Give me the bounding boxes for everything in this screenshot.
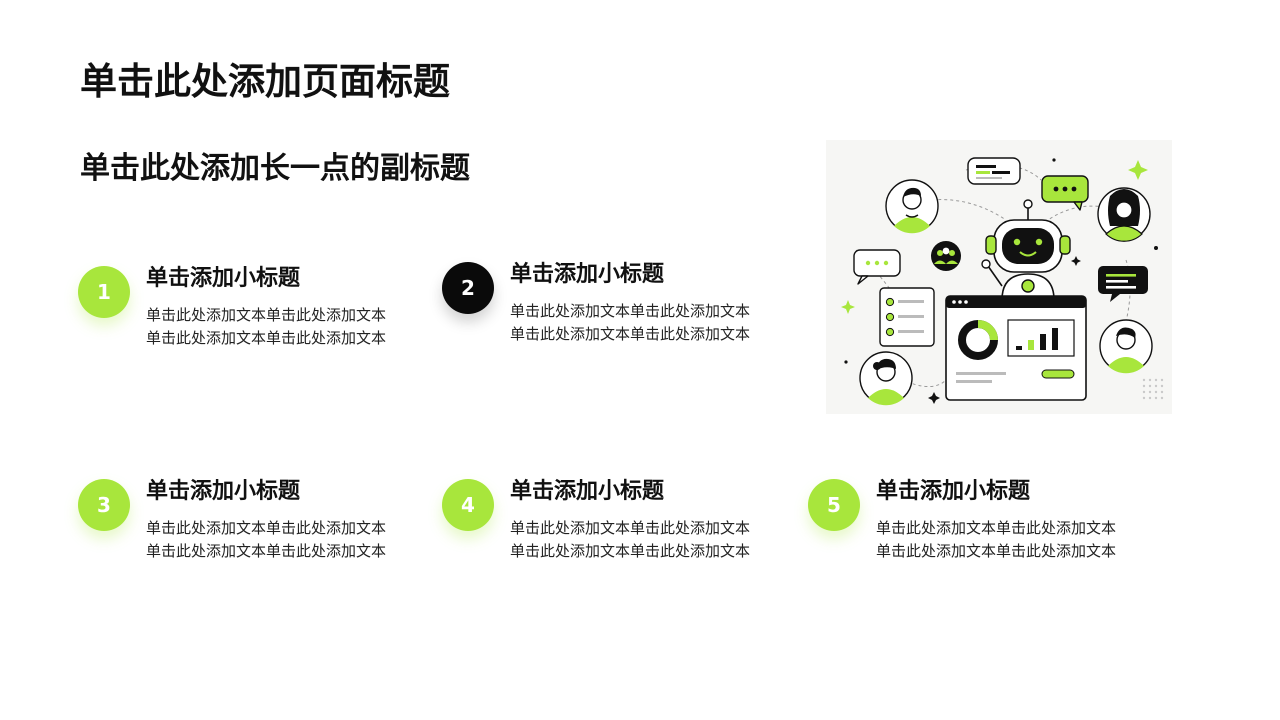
sparkle-icon [841, 160, 1148, 314]
item-body-2[interactable]: 单击此处添加文本单击此处添加文本单击此处添加文本单击此处添加文本 [510, 302, 751, 343]
robot-icon [981, 199, 1071, 301]
feature-item-5: 5 单击添加小标题 单击此处添加文本单击此处添加文本单击此处添加文本单击此处添加… [808, 479, 1138, 609]
item-title-5[interactable]: 单击添加小标题 [876, 479, 1031, 504]
item-body-3[interactable]: 单击此处添加文本单击此处添加文本单击此处添加文本单击此处添加文本 [146, 519, 387, 560]
page-subtitle[interactable]: 单击此处添加长一点的副标题 [80, 151, 470, 186]
item-title-1[interactable]: 单击添加小标题 [146, 266, 301, 291]
document-bubble-icon [967, 157, 1021, 185]
number-badge-4: 4 [442, 479, 494, 531]
number-badge-3: 3 [78, 479, 130, 531]
item-title-3[interactable]: 单击添加小标题 [146, 479, 301, 504]
item-body-4[interactable]: 单击此处添加文本单击此处添加文本单击此处添加文本单击此处添加文本 [510, 519, 751, 560]
number-badge-5: 5 [808, 479, 860, 531]
feature-item-1: 1 单击添加小标题 单击此处添加文本单击此处添加文本单击此处添加文本单击此处添加… [78, 266, 408, 396]
checklist-icon [879, 287, 935, 347]
item-body-5[interactable]: 单击此处添加文本单击此处添加文本单击此处添加文本单击此处添加文本 [876, 519, 1117, 560]
item-body-1[interactable]: 单击此处添加文本单击此处添加文本单击此处添加文本单击此处添加文本 [146, 306, 387, 347]
message-bubble-icon [1098, 266, 1148, 302]
feature-item-3: 3 单击添加小标题 单击此处添加文本单击此处添加文本单击此处添加文本单击此处添加… [78, 479, 408, 609]
avatar-woman-icon [1097, 187, 1151, 242]
feature-item-2: 2 单击添加小标题 单击此处添加文本单击此处添加文本单击此处添加文本单击此处添加… [442, 262, 772, 392]
users-group-icon [931, 241, 961, 271]
avatar-man-icon [885, 179, 939, 234]
item-title-2[interactable]: 单击添加小标题 [510, 262, 665, 287]
item-title-4[interactable]: 单击添加小标题 [510, 479, 665, 504]
avatar-man-right-icon [1099, 319, 1153, 374]
chat-bubble-icon [1041, 175, 1089, 211]
dashboard-window-icon [945, 295, 1087, 401]
page-title[interactable]: 单击此处添加页面标题 [80, 60, 450, 103]
avatar-woman-left-icon [859, 351, 913, 406]
feature-item-4: 4 单击添加小标题 单击此处添加文本单击此处添加文本单击此处添加文本单击此处添加… [442, 479, 772, 609]
chat-bubble-left-icon [853, 249, 901, 285]
number-badge-1: 1 [78, 266, 130, 318]
ai-robot-team-illustration[interactable] [826, 140, 1172, 414]
number-badge-2: 2 [442, 262, 494, 314]
